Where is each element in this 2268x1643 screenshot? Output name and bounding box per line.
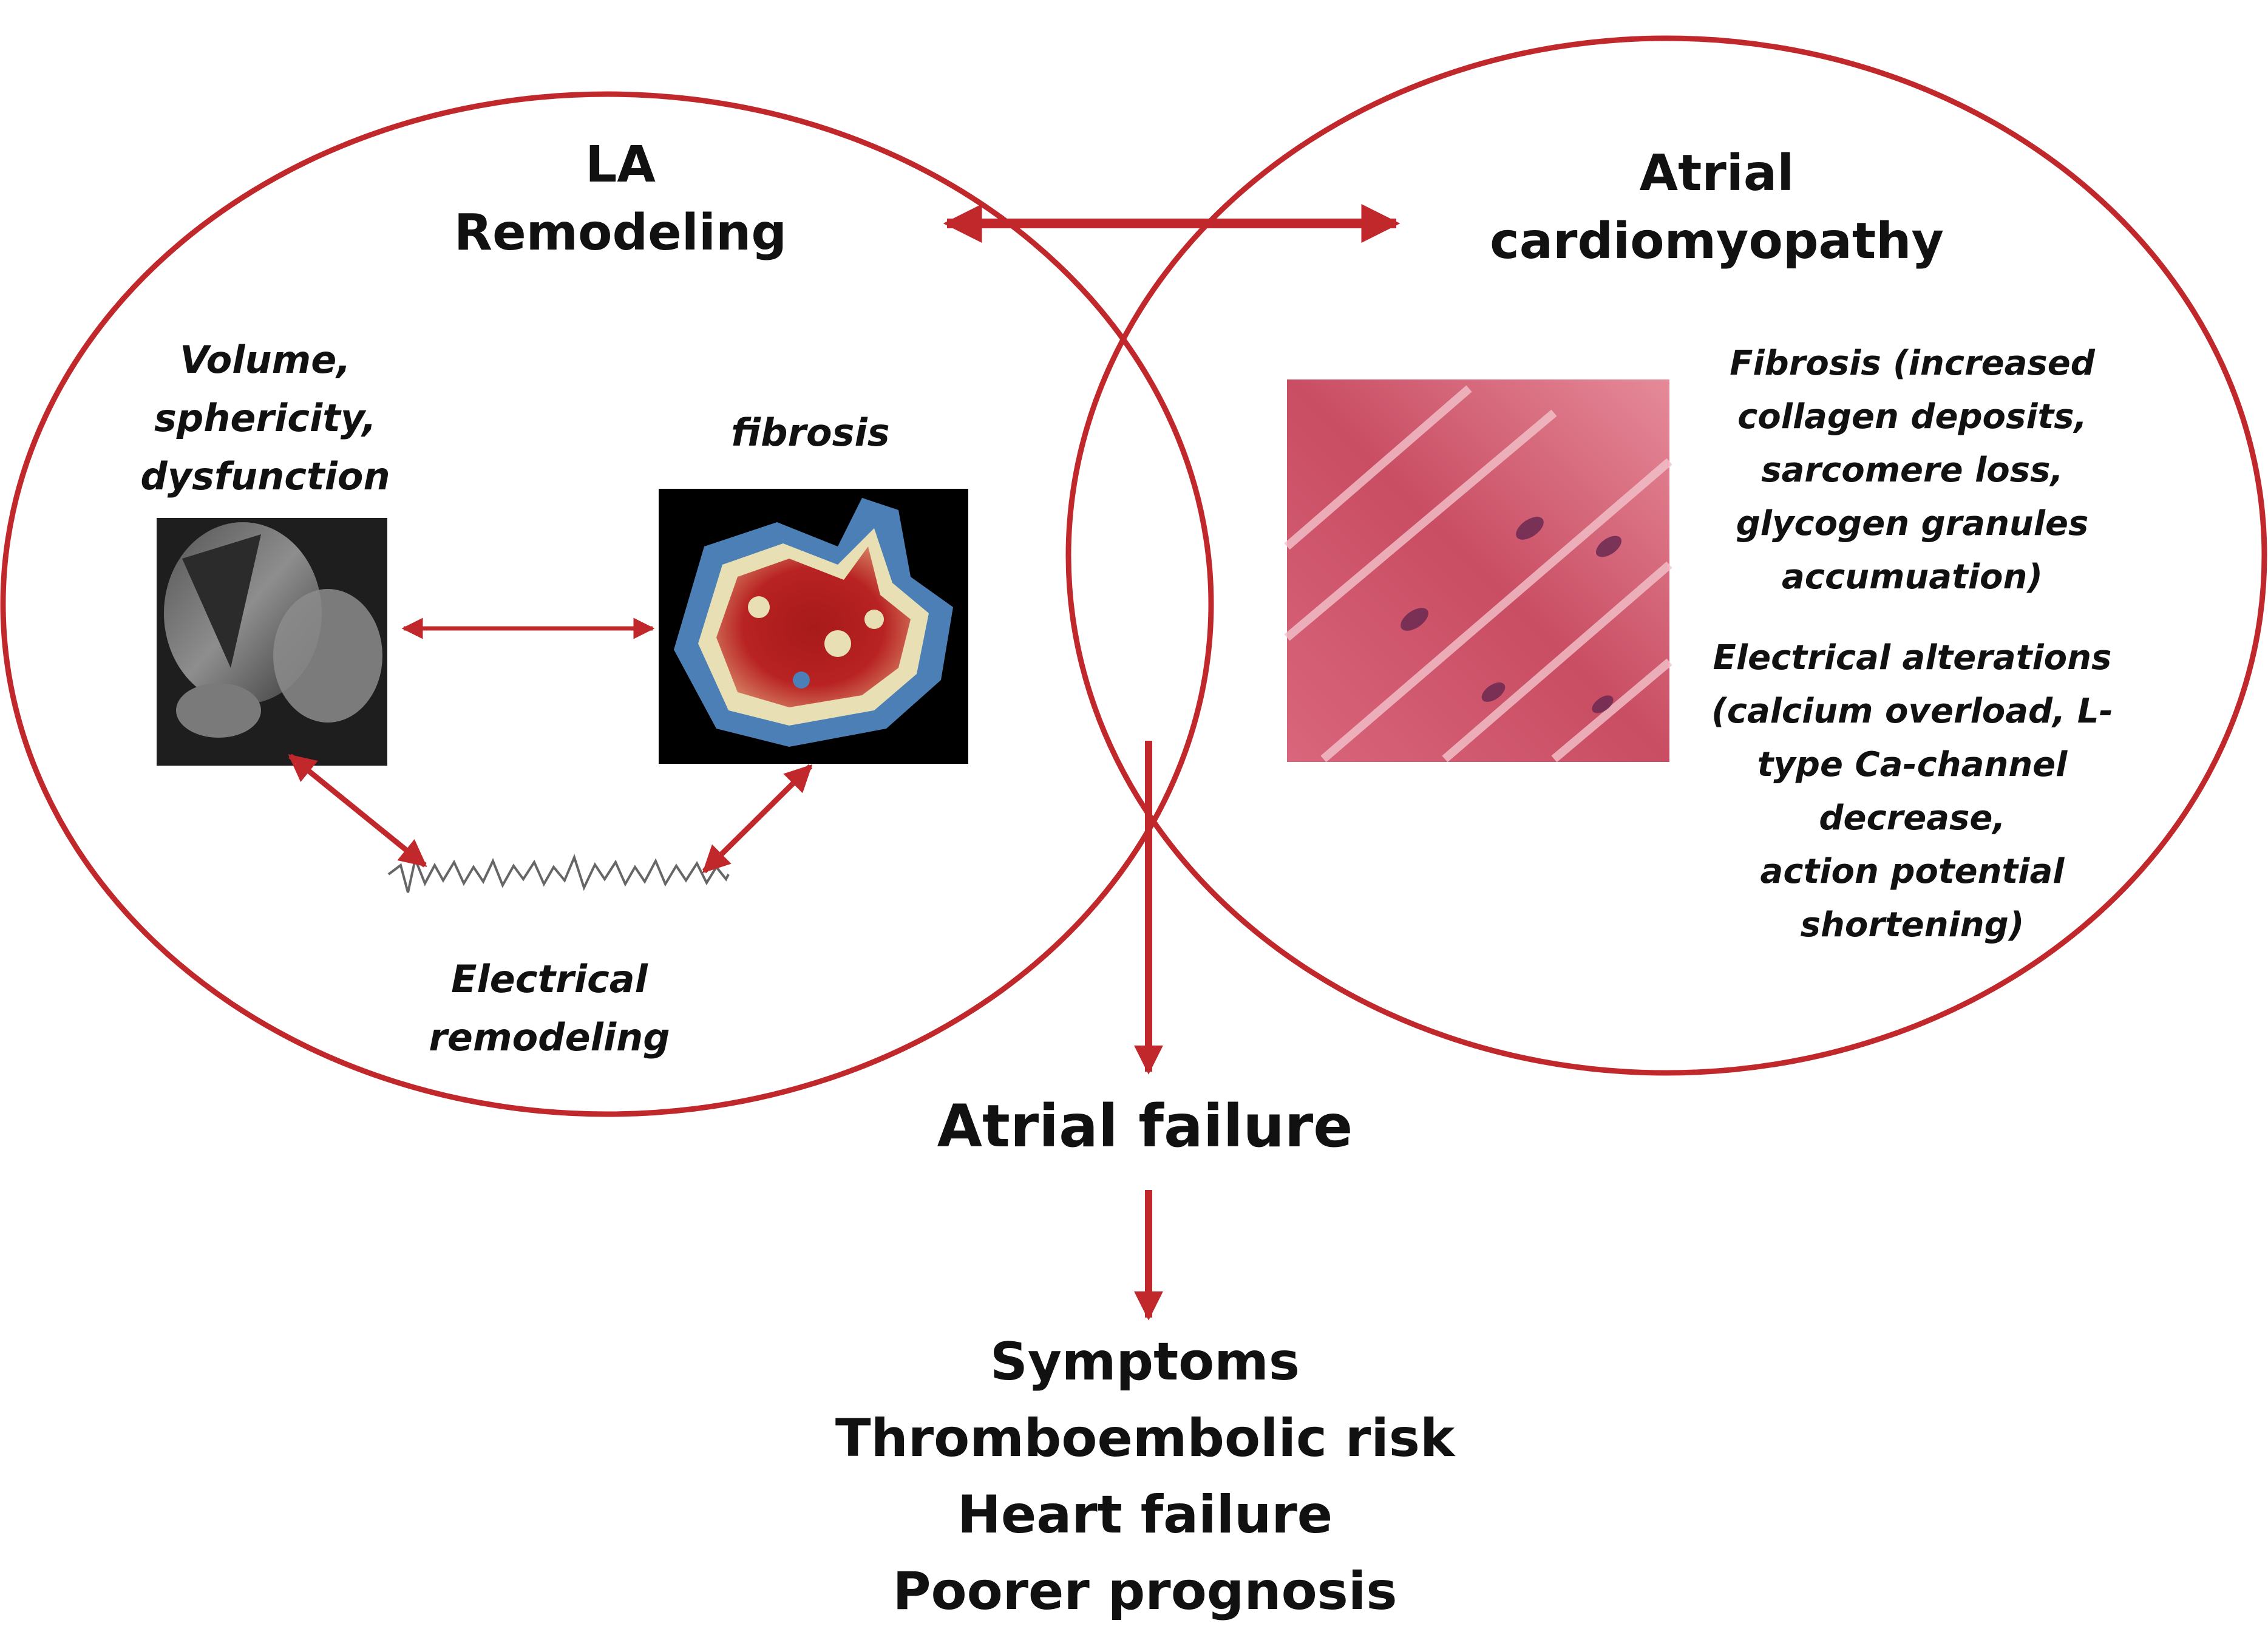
atrial-failure-label: Atrial failure <box>937 1092 1353 1160</box>
electrical-remodeling-label: Electrical remodeling <box>429 957 670 1060</box>
outcomes-list: Symptoms Thromboembolic risk Heart failu… <box>835 1324 1455 1630</box>
outcome-item: Heart failure <box>957 1485 1333 1545</box>
outcome-item: Symptoms <box>990 1332 1300 1392</box>
electrical-alterations-description: Electrical alterations (calcium overload… <box>1711 638 2113 945</box>
right-circle <box>1065 35 2267 1076</box>
fibrosis-map-image <box>659 489 968 764</box>
ecg-trace <box>387 854 730 893</box>
outcome-item: Thromboembolic risk <box>835 1408 1455 1469</box>
outcome-item: Poorer prognosis <box>892 1561 1397 1622</box>
la-remodeling-title: LA Remodeling <box>453 136 787 262</box>
mri-ecg-arrow <box>288 753 427 868</box>
volume-label: Volume, sphericity, dysfunction <box>140 338 390 498</box>
atrial-cardiomyopathy-title: Atrial cardiomyopathy <box>1490 145 1944 270</box>
fibrosis-ecg-arrow <box>702 764 813 874</box>
cardiac-mri-image <box>157 518 387 766</box>
fibrosis-description: Fibrosis (increased collagen deposits, s… <box>1730 344 2095 597</box>
histology-image <box>1284 379 1672 763</box>
left-circle <box>0 91 1214 1117</box>
fibrosis-label: fibrosis <box>731 410 890 455</box>
